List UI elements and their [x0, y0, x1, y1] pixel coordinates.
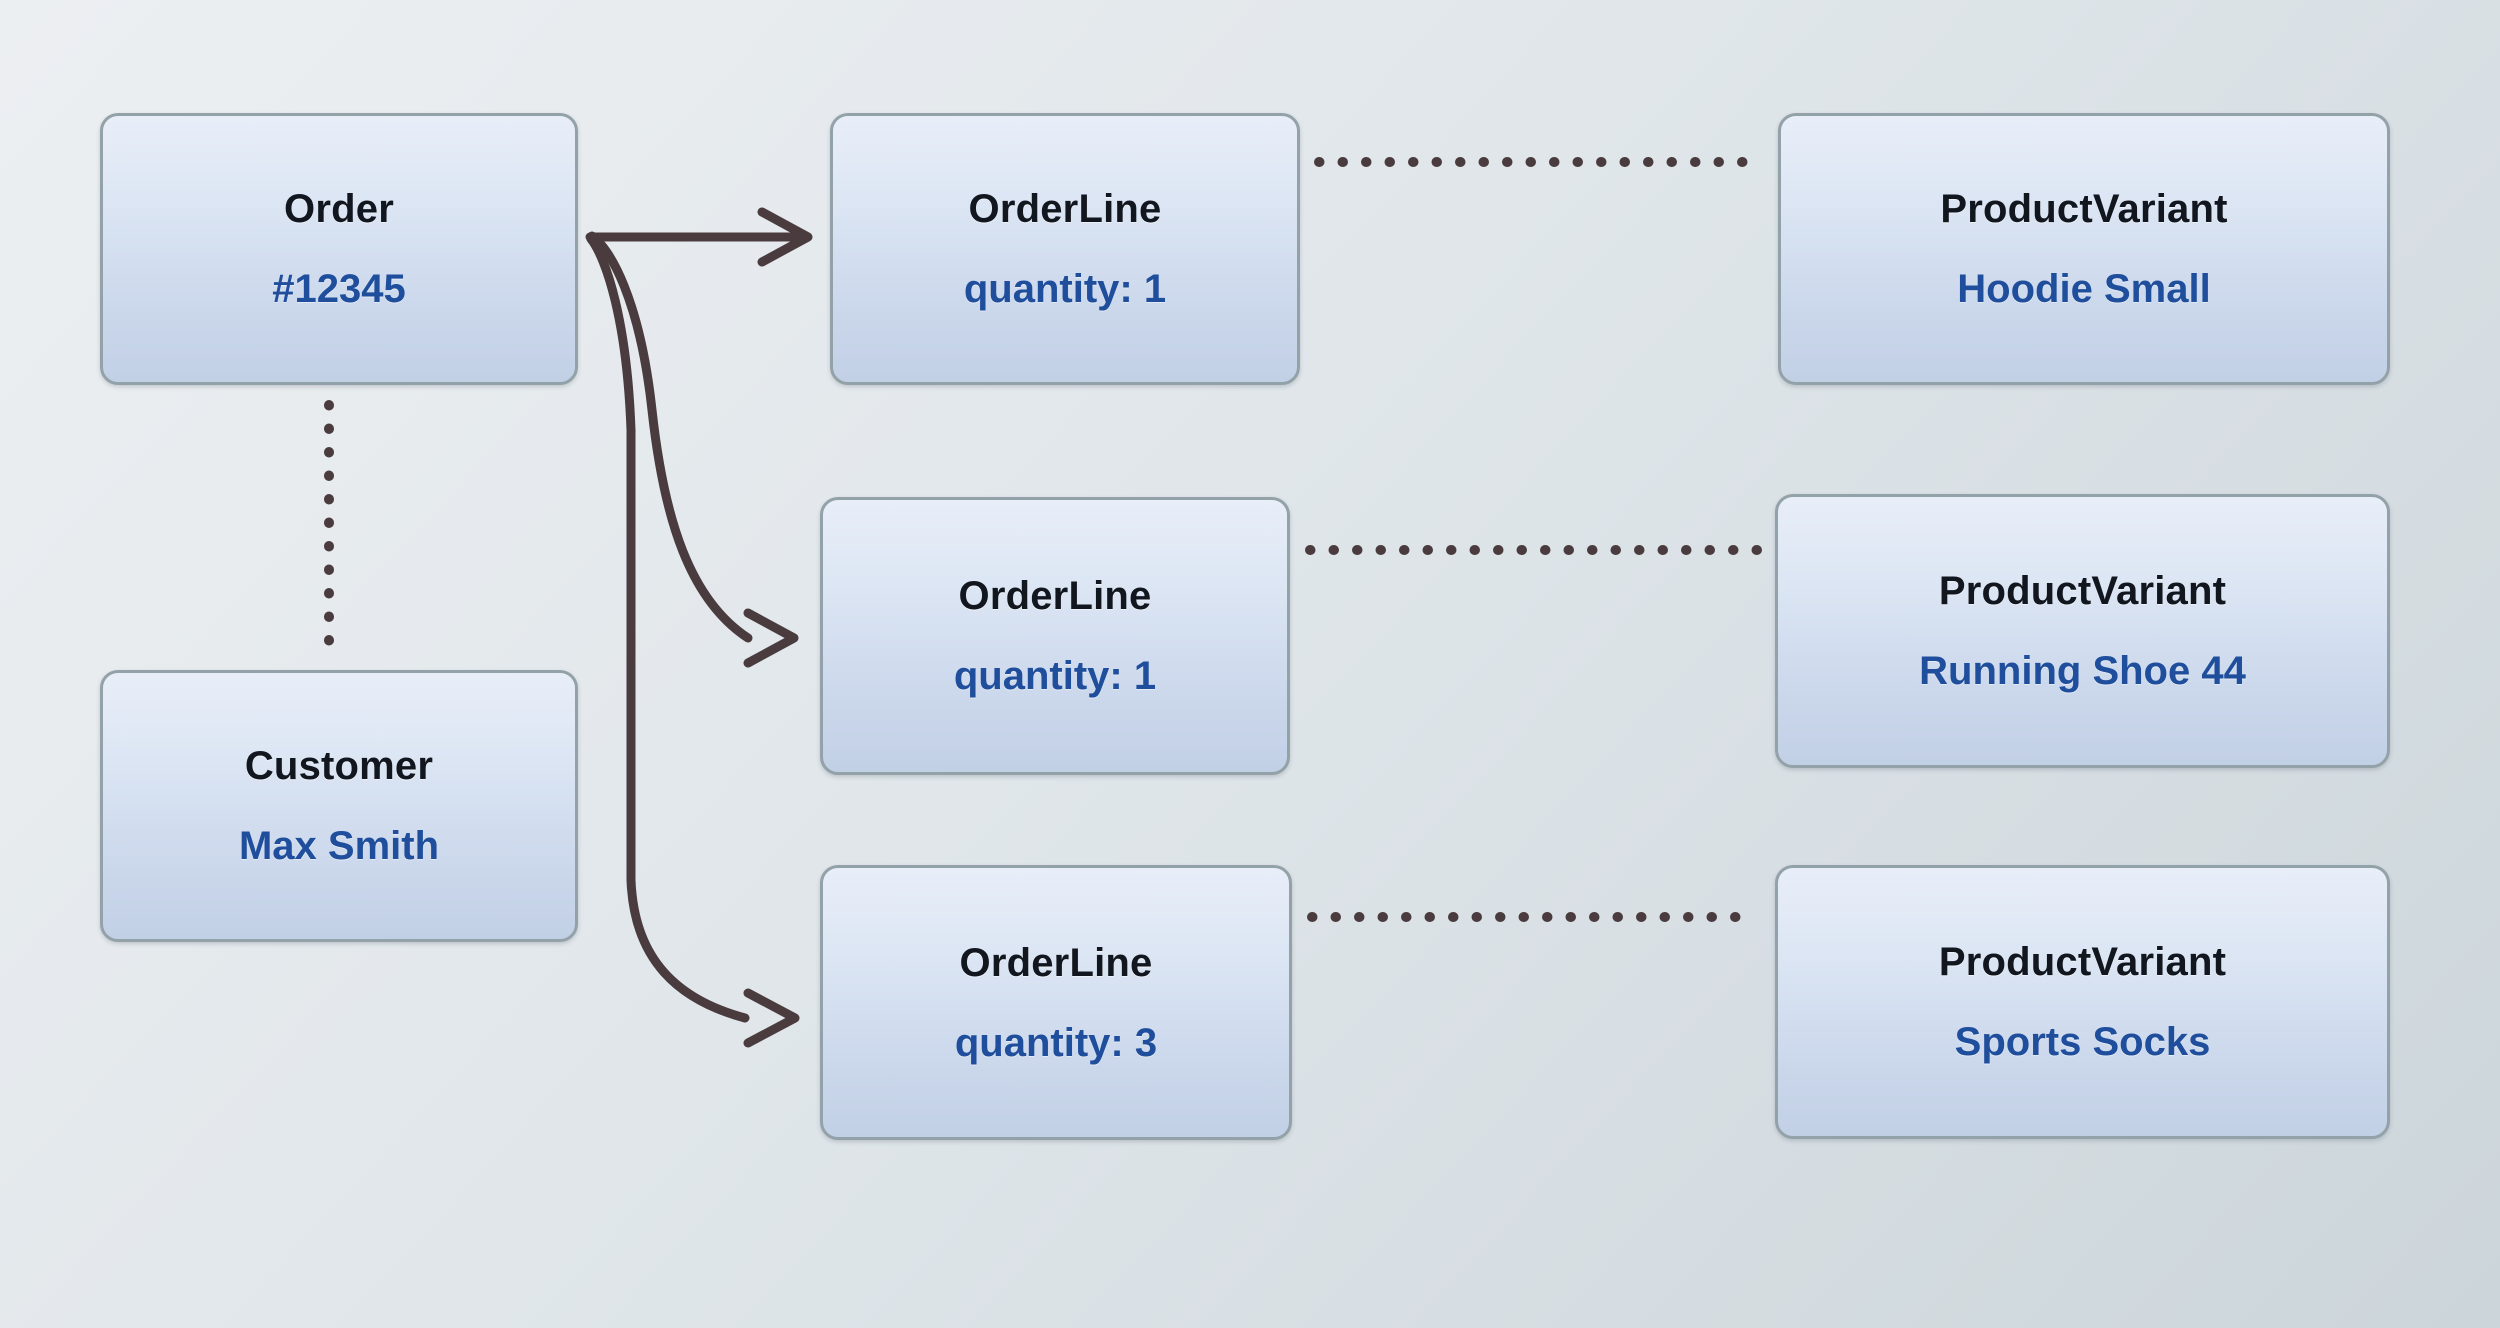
- node-orderline-2-value: quantity: 1: [953, 654, 1157, 698]
- edge-order-to-orderline-3: [586, 234, 800, 1048]
- edge-order-to-orderline-1: [585, 207, 813, 267]
- node-productvariant-2-title: ProductVariant: [1938, 569, 2227, 613]
- node-orderline-3[interactable]: OrderLine quantity: 3: [820, 865, 1292, 1140]
- node-order[interactable]: Order #12345: [100, 113, 578, 385]
- node-order-value: #12345: [272, 267, 406, 311]
- node-orderline-2[interactable]: OrderLine quantity: 1: [820, 497, 1290, 775]
- node-orderline-1[interactable]: OrderLine quantity: 1: [830, 113, 1300, 385]
- node-orderline-1-value: quantity: 1: [963, 267, 1167, 311]
- node-customer-value: Max Smith: [238, 824, 440, 868]
- node-customer[interactable]: Customer Max Smith: [100, 670, 578, 942]
- node-productvariant-1[interactable]: ProductVariant Hoodie Small: [1778, 113, 2390, 385]
- node-customer-title: Customer: [244, 744, 434, 788]
- node-productvariant-1-value: Hoodie Small: [1957, 267, 2211, 311]
- node-productvariant-1-title: ProductVariant: [1940, 187, 2228, 231]
- node-orderline-3-value: quantity: 3: [954, 1020, 1158, 1065]
- node-orderline-1-title: OrderLine: [968, 187, 1162, 231]
- node-orderline-2-title: OrderLine: [958, 574, 1152, 618]
- node-productvariant-3[interactable]: ProductVariant Sports Socks: [1775, 865, 2390, 1139]
- node-productvariant-3-value: Sports Socks: [1954, 1020, 2211, 1064]
- node-orderline-3-title: OrderLine: [959, 940, 1153, 985]
- node-order-title: Order: [284, 187, 394, 231]
- node-productvariant-3-title: ProductVariant: [1938, 940, 2227, 984]
- node-productvariant-2-value: Running Shoe 44: [1919, 649, 2246, 693]
- edge-order-to-orderline-2: [587, 231, 799, 668]
- node-productvariant-2[interactable]: ProductVariant Running Shoe 44: [1775, 494, 2390, 768]
